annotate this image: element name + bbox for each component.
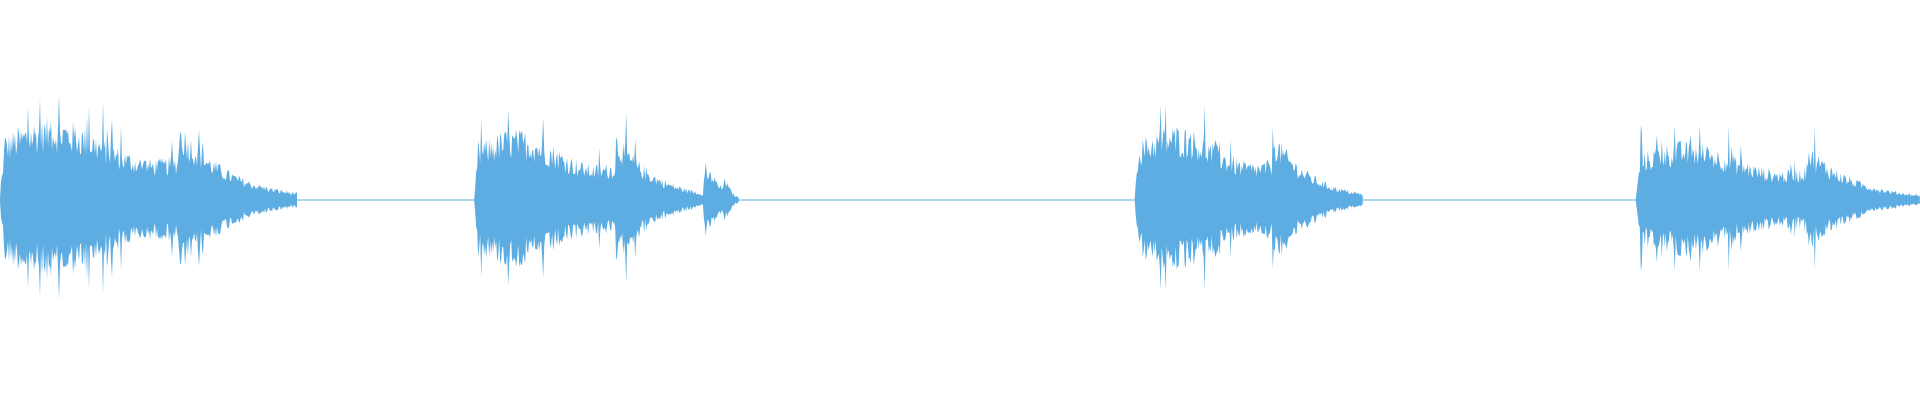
waveform-segment [474, 110, 711, 286]
waveform-segment [702, 162, 739, 236]
waveform-segment [1134, 105, 1363, 291]
waveform-segment [0, 95, 297, 300]
waveform-segment [1635, 125, 1920, 272]
